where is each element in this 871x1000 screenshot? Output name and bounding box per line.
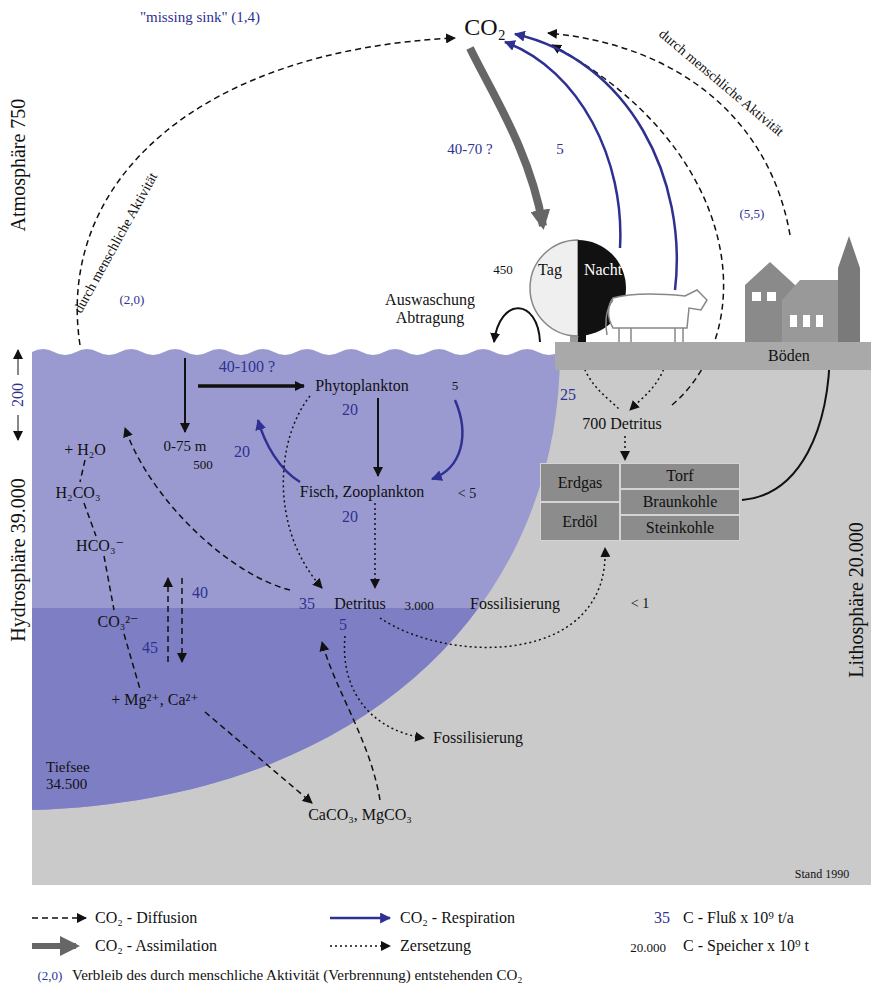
- label-text: Auswaschung Abtragung: [378, 291, 483, 328]
- label-text: 20.000: [630, 941, 666, 956]
- label-text: Hydrosphäre 39.000: [7, 478, 30, 641]
- label-text: H₂CO₃: [56, 484, 101, 502]
- flux-value: 35: [654, 909, 670, 927]
- label-text: CO₃²⁻: [97, 613, 138, 631]
- fossil-fuel-box: Erdgas: [540, 463, 620, 502]
- label-text: Nacht: [584, 261, 622, 279]
- label-text: + H₂O: [64, 441, 106, 459]
- label-text: HCO₃⁻: [76, 537, 124, 555]
- flux-value: 5: [339, 616, 347, 634]
- label-text: Fossilisierung: [470, 595, 560, 613]
- label-text: CaCO₃, MgCO₃: [308, 806, 412, 824]
- legend-text: C - Speicher x 10⁹ t: [683, 937, 809, 955]
- fossil-fuel-box: Steinkohle: [620, 515, 740, 541]
- label-text: Detritus: [334, 595, 386, 613]
- legend-text: C - Fluß x 10⁹ t/a: [683, 909, 794, 927]
- flux-value: 40-100 ?: [219, 358, 275, 376]
- atmosphere-arrows: [18, 33, 830, 500]
- fossil-fuel-box: Erdöl: [540, 502, 620, 541]
- label-text: 500: [193, 458, 213, 473]
- houses: [745, 236, 860, 342]
- label-text: CO₂: [464, 14, 506, 42]
- flux-value: (2,0): [38, 969, 63, 984]
- deep-sea-region: [32, 608, 871, 908]
- node-text: Braunkohle: [643, 493, 718, 511]
- flux-value: 40-70 ?: [447, 141, 492, 158]
- label-text: + Mg²⁺, Ca²⁺: [111, 691, 199, 709]
- label-text: durch menschliche Aktivität: [71, 170, 162, 316]
- flux-value: 25: [560, 386, 576, 404]
- label-text: Fossilisierung: [433, 729, 523, 747]
- label-text: < 1: [631, 596, 649, 612]
- flux-value: 35: [299, 595, 315, 613]
- label-text: Fisch, Zooplankton: [300, 483, 424, 501]
- label-text: Phytoplankton: [315, 377, 408, 395]
- legend-text: CO₂ - Diffusion: [95, 909, 197, 927]
- label-text: Tiefsee 34.500: [46, 759, 118, 794]
- ocean-arrows: [80, 345, 668, 803]
- node-text: Torf: [666, 467, 693, 485]
- flux-value: 5: [556, 141, 564, 158]
- node-text: Böden: [768, 347, 810, 365]
- label-text: Atmosphäre 750: [7, 99, 30, 232]
- flux-value: 40: [192, 584, 208, 602]
- flux-value: "missing sink" (1,4): [140, 9, 260, 26]
- soil-band: Böden: [555, 342, 871, 370]
- flux-value: 20: [234, 443, 250, 461]
- flux-value: 20: [342, 401, 358, 419]
- fossil-fuel-box: Torf: [620, 463, 740, 489]
- legend-text: Verbleib des durch menschliche Aktivität…: [72, 967, 523, 984]
- legend-text: CO₂ - Respiration: [400, 909, 515, 927]
- legend-text: Zersetzung: [400, 937, 471, 955]
- node-text: Steinkohle: [646, 519, 714, 537]
- label-text: 0-75 m: [164, 438, 207, 455]
- label-text: Lithosphäre 20.000: [845, 522, 868, 678]
- flux-value: 20: [342, 508, 358, 526]
- node-text: Erdgas: [558, 474, 602, 492]
- fossil-fuel-box: Braunkohle: [620, 489, 740, 515]
- flux-value: (2,0): [120, 293, 145, 308]
- node-text: Erdöl: [562, 513, 598, 531]
- tree: [530, 240, 626, 345]
- label-text: Stand 1990: [795, 868, 849, 882]
- label-text: 450: [493, 263, 513, 278]
- label-text: 3.000: [404, 599, 433, 614]
- flux-value: (5,5): [740, 207, 765, 222]
- label-text: 5: [452, 379, 459, 394]
- label-text: < 5: [458, 486, 476, 502]
- label-text: durch menschliche Aktivität: [655, 26, 786, 140]
- label-text: 700 Detritus: [582, 415, 662, 433]
- flux-value: 45: [142, 639, 158, 657]
- cow: [606, 290, 707, 345]
- legend-text: CO₂ - Assimilation: [95, 937, 217, 955]
- flux-value: 200: [9, 383, 27, 407]
- label-text: Tag: [538, 261, 562, 279]
